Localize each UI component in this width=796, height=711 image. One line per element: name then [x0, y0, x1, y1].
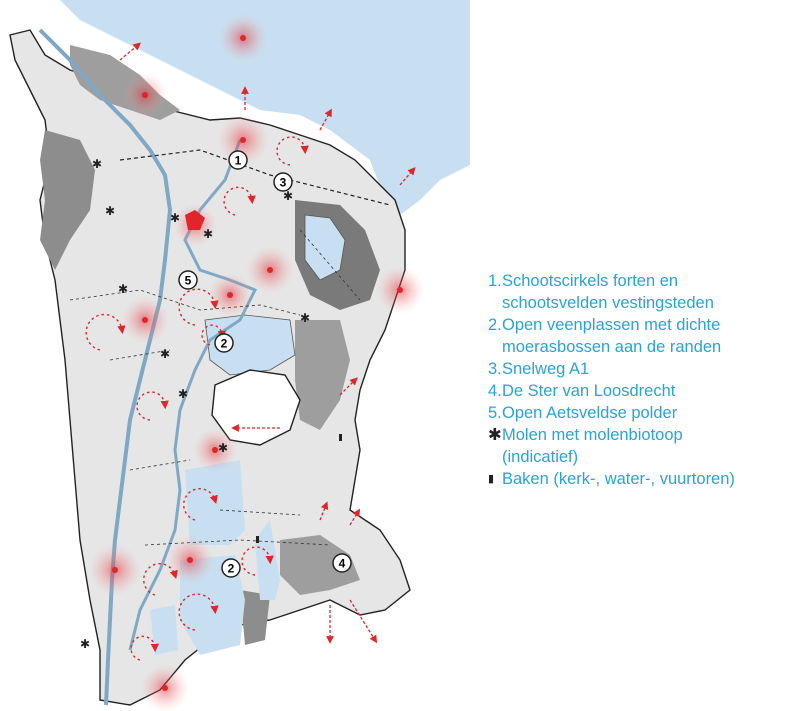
- svg-text:4: 4: [339, 557, 346, 571]
- svg-text:✱: ✱: [283, 189, 293, 203]
- windmill-icons: ✱ ✱ ✱ ✱ ✱ ✱ ✱ ✱ ✱ ✱ ✱: [80, 157, 310, 651]
- urban-west: [40, 130, 95, 270]
- fort-dots: [112, 35, 403, 691]
- view-arrows: [119, 42, 416, 644]
- svg-text:✱: ✱: [92, 157, 102, 171]
- legend-item-4: 4.De Ster van Loosdrecht: [488, 380, 793, 402]
- legend-text: schootsvelden vestingsteden: [502, 294, 714, 312]
- marker-2-south: 2: [221, 558, 241, 578]
- svg-text:5: 5: [185, 274, 192, 288]
- legend-item-2: 2.Open veenplassen met dichte moerasboss…: [488, 314, 793, 358]
- legend-number: 3.: [488, 360, 502, 378]
- svg-text:✱: ✱: [178, 387, 188, 401]
- legend-number: 1.: [488, 272, 502, 290]
- legend-item-beacon: ▮ Baken (kerk-, water-, vuurtoren): [488, 468, 793, 490]
- lake-south-a: [185, 460, 245, 545]
- legend-text: Molen met molenbiotoop: [502, 426, 683, 444]
- svg-text:✱: ✱: [80, 637, 90, 651]
- svg-text:✱: ✱: [300, 311, 310, 325]
- map-legend: 1.Schootscirkels forten en schootsvelden…: [488, 270, 793, 490]
- lake-ijmeer: [60, 0, 470, 215]
- legend-number: 2.: [488, 316, 502, 334]
- lake-east: [304, 214, 346, 281]
- marker-3: 3: [273, 172, 293, 192]
- legend-text: Open Aetsveldse polder: [502, 404, 678, 422]
- legend-item-5: 5.Open Aetsveldse polder: [488, 402, 793, 424]
- marker-2-north: 2: [214, 333, 234, 353]
- view-circles: [85, 136, 309, 661]
- legend-text: moerasbossen aan de randen: [502, 338, 722, 356]
- urban-south: [240, 590, 270, 645]
- legend-text: Snelweg A1: [502, 360, 590, 378]
- legend-number: 4.: [488, 382, 502, 400]
- legend-item-windmill: ✱Molen met molenbiotoop (indicatief): [488, 424, 793, 468]
- lake-west-small: [150, 605, 178, 655]
- urban-southeast: [280, 535, 360, 595]
- svg-text:2: 2: [228, 562, 235, 576]
- legend-text: De Ster van Loosdrecht: [502, 382, 676, 400]
- urban-middle-block: [295, 320, 350, 430]
- svg-text:✱: ✱: [218, 441, 228, 455]
- svg-text:✱: ✱: [118, 282, 128, 296]
- svg-text:✱: ✱: [105, 204, 115, 218]
- legend-text: Baken (kerk-, water-, vuurtoren): [502, 470, 735, 488]
- legend-item-1: 1.Schootscirkels forten en schootsvelden…: [488, 270, 793, 314]
- svg-text:3: 3: [280, 176, 287, 190]
- svg-text:✱: ✱: [203, 227, 213, 241]
- windmill-icon: ✱: [488, 426, 502, 444]
- svg-text:1: 1: [235, 154, 242, 168]
- marker-4: 4: [332, 553, 352, 573]
- legend-text: Schootscirkels forten en: [502, 272, 679, 290]
- map: ✱ ✱ ✱ ✱ ✱ ✱ ✱ ✱ ✱ ✱ ✱ 1 3 5 2 2 4: [9, 0, 470, 711]
- legend-number: 5.: [488, 404, 502, 422]
- legend-text: Open veenplassen met dichte: [502, 316, 721, 334]
- beacon-icon: ▮: [488, 473, 495, 485]
- marker-5: 5: [178, 270, 198, 290]
- svg-text:2: 2: [221, 337, 228, 351]
- svg-text:✱: ✱: [170, 211, 180, 225]
- highway-a1: [119, 149, 391, 206]
- beacon-icons: [256, 434, 342, 543]
- dashed-boundaries: [69, 229, 361, 546]
- city-marker: [185, 210, 205, 230]
- legend-item-3: 3.Snelweg A1: [488, 358, 793, 380]
- marker-1: 1: [228, 150, 248, 170]
- svg-text:✱: ✱: [160, 347, 170, 361]
- legend-text: (indicatief): [502, 448, 579, 466]
